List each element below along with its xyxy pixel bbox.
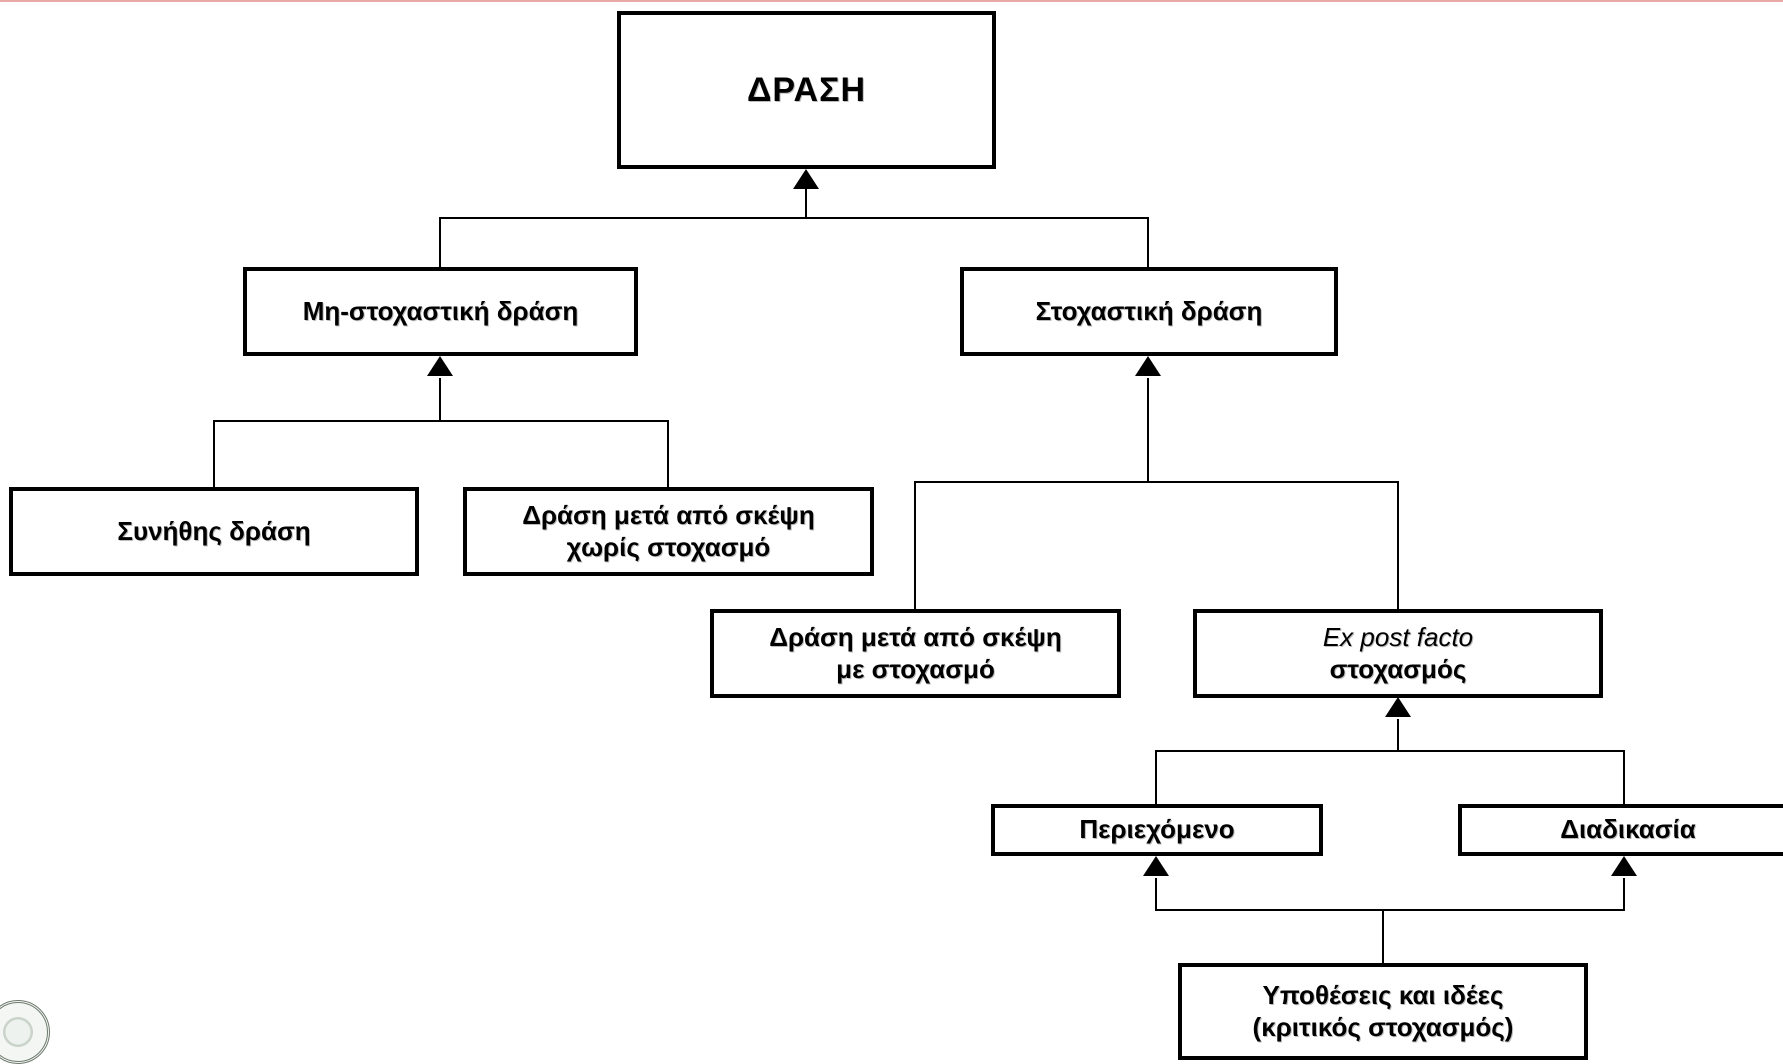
node-premises: Υποθέσεις και ιδέες (κριτικός στοχασμός)	[1178, 963, 1588, 1060]
connector-premises	[1155, 878, 1625, 911]
top-rule	[0, 0, 1783, 2]
node-thoughtful-no-reflection: Δράση μετά από σκέψη χωρίς στοχασμό	[463, 487, 874, 576]
node-thoughtful-with-reflection-line1: Δράση μετά από σκέψη	[769, 622, 1062, 653]
arrow-content	[1143, 856, 1169, 876]
node-ex-post-facto-line1: Ex post facto	[1322, 622, 1474, 653]
node-thoughtful-no-reflection-line2: χωρίς στοχασμό	[566, 531, 771, 562]
arrow-ex-post	[1385, 697, 1411, 717]
node-content-label: Περιεχόμενο	[1079, 814, 1235, 845]
node-thoughtful-with-reflection-line2: με στοχασμό	[836, 653, 995, 684]
node-process-label: Διαδικασία	[1560, 814, 1696, 845]
arrow-root	[793, 169, 819, 189]
connector-ex-post	[1155, 750, 1625, 804]
node-process: Διαδικασία	[1458, 804, 1783, 856]
connector-reflective	[914, 481, 1399, 609]
node-thoughtful-no-reflection-line1: Δράση μετά από σκέψη	[522, 500, 815, 531]
connector-root	[439, 217, 1149, 267]
arrow-non-reflective	[427, 356, 453, 376]
node-ex-post-facto: Ex post facto στοχασμός	[1193, 609, 1603, 698]
node-thoughtful-with-reflection: Δράση μετά από σκέψη με στοχασμό	[710, 609, 1121, 698]
node-premises-line1: Υποθέσεις και ιδέες	[1262, 980, 1504, 1011]
connector-non-reflective	[213, 420, 669, 487]
node-reflective-label: Στοχαστική δράση	[1035, 295, 1263, 326]
node-habitual: Συνήθης δράση	[9, 487, 419, 576]
arrow-reflective	[1135, 356, 1161, 376]
node-reflective: Στοχαστική δράση	[960, 267, 1338, 356]
node-non-reflective-label: Μη-στοχαστική δράση	[302, 295, 579, 326]
node-content: Περιεχόμενο	[991, 804, 1323, 856]
node-root-label: ΔΡΑΣΗ	[746, 70, 867, 109]
arrow-process	[1611, 856, 1637, 876]
node-ex-post-facto-line2: στοχασμός	[1329, 653, 1467, 684]
node-habitual-label: Συνήθης δράση	[117, 515, 311, 546]
node-premises-line2: (κριτικός στοχασμός)	[1252, 1011, 1514, 1042]
node-root: ΔΡΑΣΗ	[617, 11, 996, 169]
node-non-reflective: Μη-στοχαστική δράση	[243, 267, 638, 356]
